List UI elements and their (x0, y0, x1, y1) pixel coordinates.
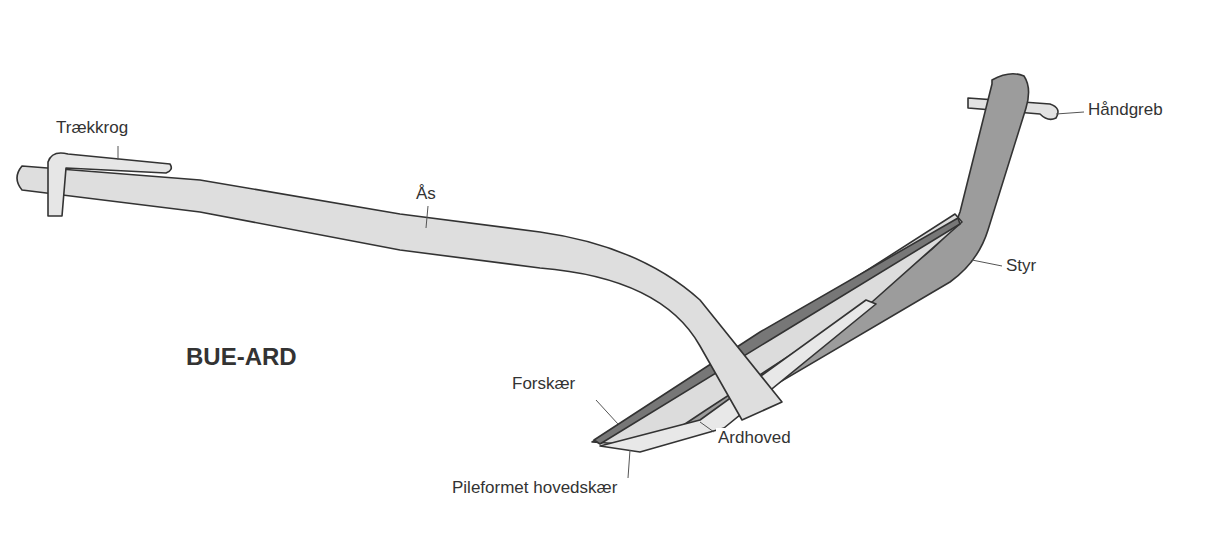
leader-lines (118, 112, 1084, 478)
leader-line (426, 206, 428, 228)
traction-hook (48, 153, 171, 216)
fore-share (594, 218, 960, 444)
leader-line (118, 146, 119, 160)
part-label: Trækkrog (54, 118, 130, 138)
leader-line (700, 422, 714, 432)
leader-line (1056, 112, 1084, 114)
part-label: Håndgreb (1086, 100, 1165, 120)
part-label: Forskær (510, 374, 577, 394)
part-label: Ardhoved (716, 428, 793, 448)
part-label: Ås (414, 184, 438, 204)
diagram-title: BUE-ARD (186, 343, 297, 371)
part-label: Pileformet hovedskær (450, 478, 619, 498)
leader-line (628, 450, 630, 478)
leader-line (972, 260, 1002, 266)
part-label: Styr (1004, 256, 1038, 276)
leader-line (596, 400, 618, 424)
ard-head (592, 214, 962, 446)
beam (17, 166, 782, 420)
